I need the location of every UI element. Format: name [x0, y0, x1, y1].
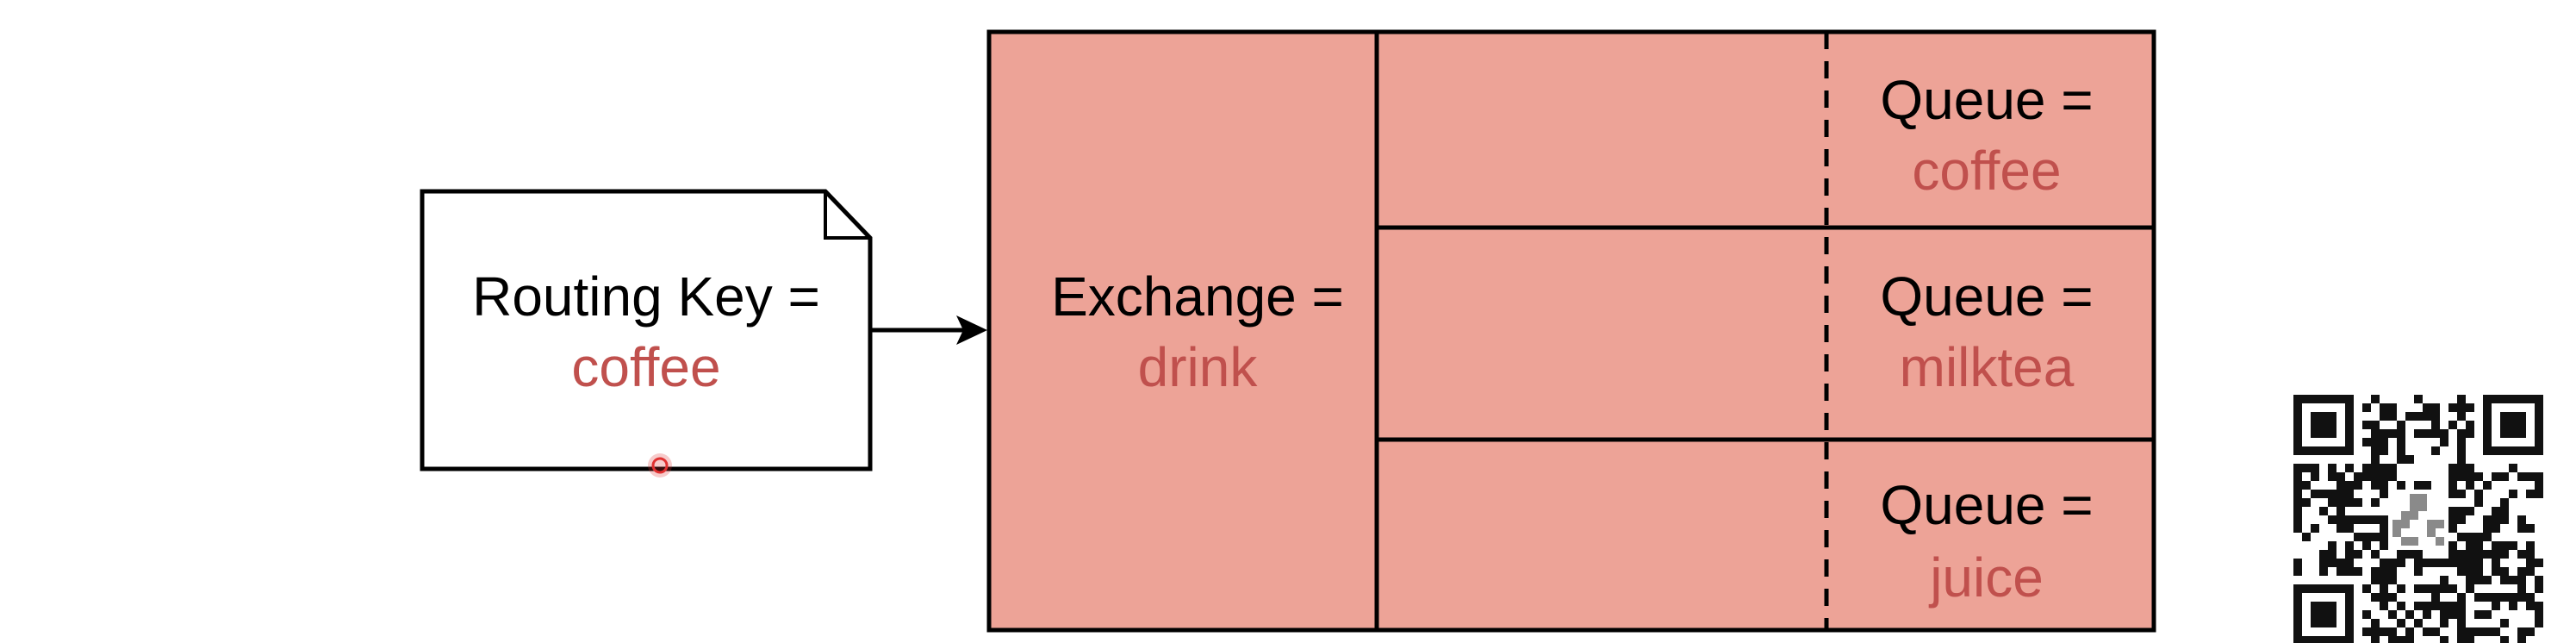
queue-cell-coffee: Queue = coffee [1880, 69, 2093, 202]
exchange-table: Exchange = drink Queue = coffee Queue = … [986, 29, 2156, 633]
exchange-table-outline [986, 29, 2156, 633]
queue-cell-milktea: Queue = milktea [1880, 265, 2093, 398]
exchange-value: drink [1138, 336, 1259, 398]
arrow-head [956, 315, 987, 345]
routing-key-value: coffee [571, 336, 720, 398]
queue-value: milktea [1900, 336, 2075, 398]
queue-label: Queue = [1880, 265, 2093, 328]
cursor-marker-icon [648, 453, 672, 478]
queue-label: Queue = [1880, 474, 2093, 536]
queue-cell-juice: Queue = juice [1880, 474, 2093, 609]
exchange-cell: Exchange = drink [1051, 265, 1344, 398]
routing-key-message: Routing Key = coffee [420, 189, 873, 478]
qr-code-icon [2293, 395, 2545, 643]
routing-key-note-shape [420, 189, 873, 471]
queue-value: coffee [1912, 140, 2061, 202]
queue-label: Queue = [1880, 69, 2093, 131]
queue-value: juice [1928, 546, 2044, 609]
routing-key-label: Routing Key = [472, 265, 820, 328]
exchange-label: Exchange = [1051, 265, 1344, 328]
routing-arrow [870, 315, 987, 345]
qr-code-graphic [2293, 395, 2545, 643]
note-folded-corner [824, 191, 870, 240]
